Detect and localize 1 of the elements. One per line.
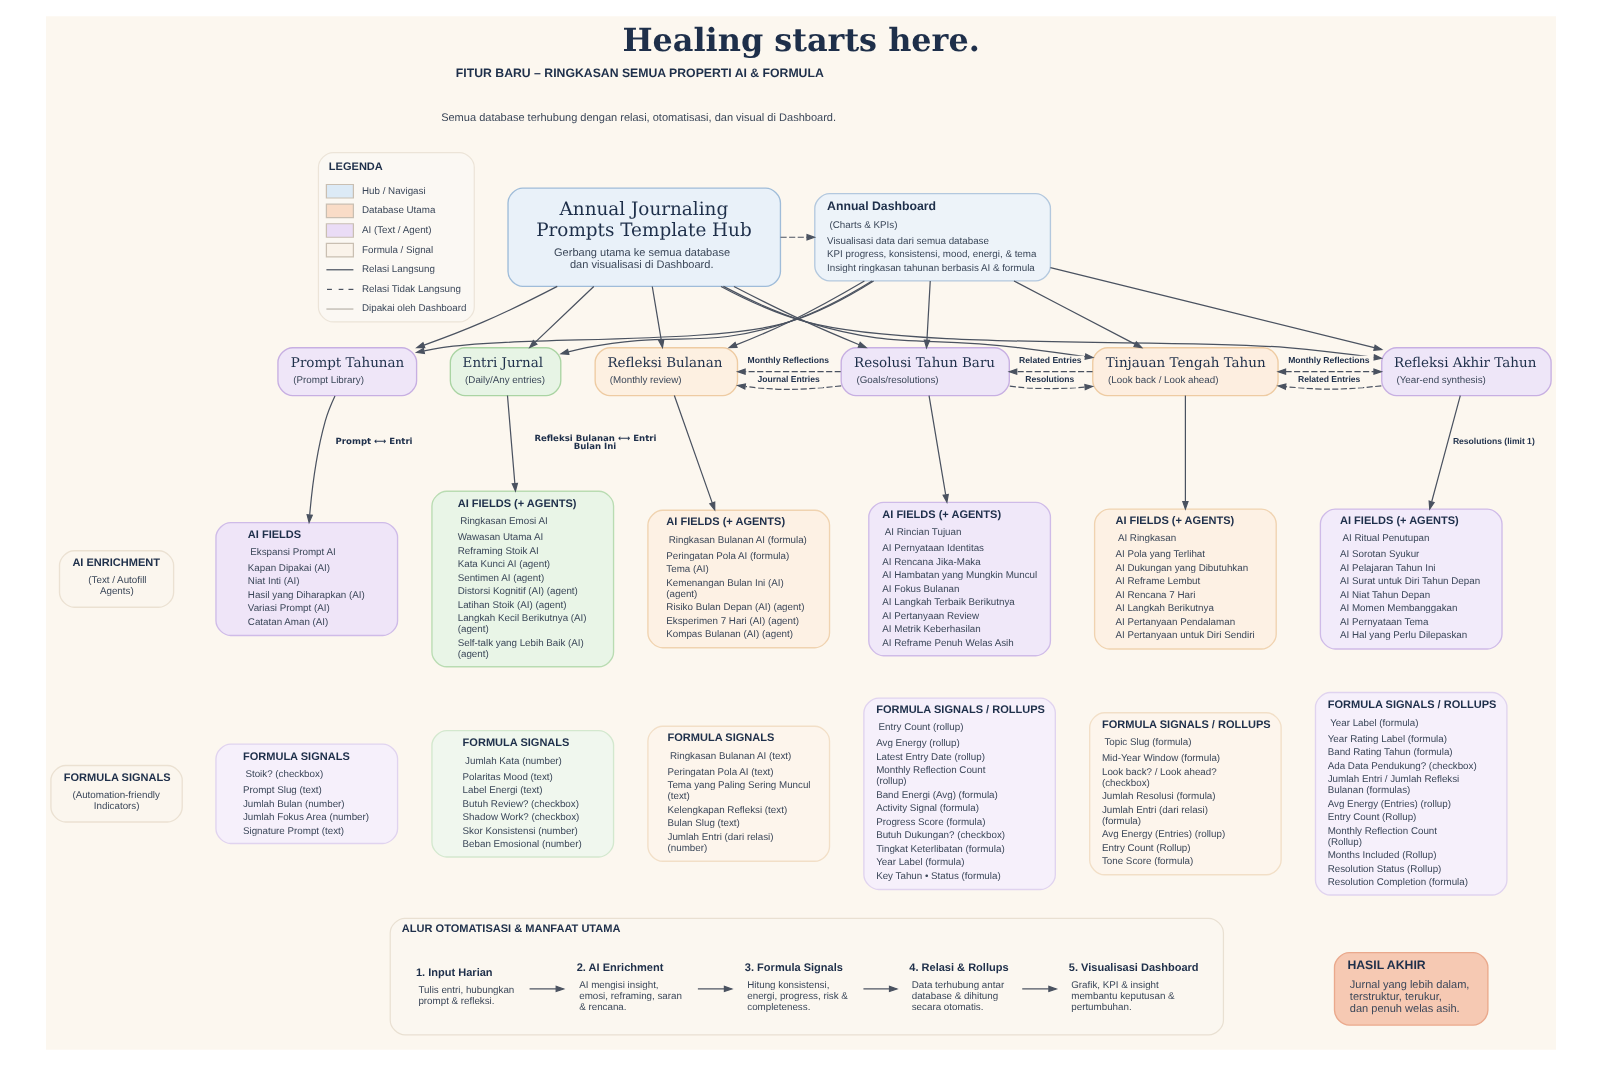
diagram-title: Healing starts here. [621, 20, 979, 59]
